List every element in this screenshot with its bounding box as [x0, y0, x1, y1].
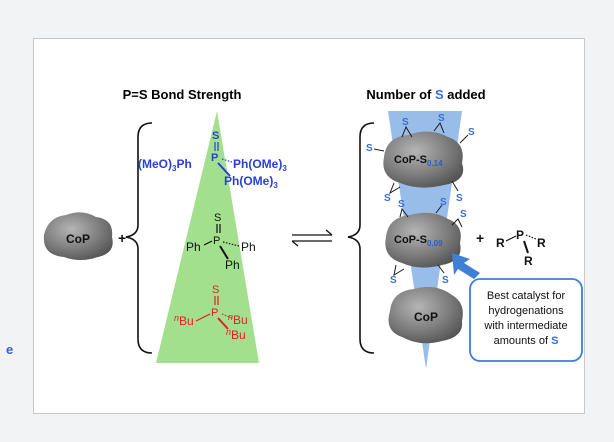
plus-sign-right: +	[476, 230, 484, 246]
s-label: S	[460, 209, 467, 220]
cop-label: CoP	[66, 232, 90, 246]
bond-strength-wedge	[156, 111, 259, 363]
phosphorus-atom: P	[211, 152, 218, 164]
callout-box	[469, 278, 583, 362]
s-label: S	[384, 193, 391, 204]
right-header: Number of S added	[366, 87, 485, 102]
cop-particle-icon	[43, 212, 113, 260]
ligand-mid-bottom: Ph	[225, 258, 240, 272]
ligand-triphenyl: S P Ph Ph Ph	[186, 212, 256, 272]
phosphorus-atom: P	[213, 235, 220, 247]
svg-text:R: R	[496, 236, 505, 250]
ligand-mid-right: Ph	[241, 240, 256, 254]
figure-frame: P=S Bond Strength Number of S added CoP …	[33, 38, 585, 414]
s-label: S	[440, 197, 447, 208]
s-label: S	[390, 275, 397, 286]
callout-line1: Best catalyst for	[487, 290, 566, 302]
left-header: P=S Bond Strength	[123, 87, 242, 102]
right-brace	[347, 122, 375, 354]
s-label: S	[456, 193, 463, 204]
svg-text:R: R	[537, 236, 546, 250]
ligand-mid-left: Ph	[186, 240, 201, 254]
callout-arrow-icon	[452, 253, 480, 279]
plus-sign: +	[118, 230, 126, 246]
callout-line4: amounts of S	[494, 335, 559, 347]
ligand-tributyl: S P nBu nBu nBu	[174, 284, 248, 342]
ligand-methoxy: S P (MeO)3Ph Ph(OMe)3 Ph(OMe)3	[138, 130, 287, 190]
phosphorus-atom: P	[211, 307, 218, 319]
particle-cop: CoP	[388, 287, 463, 344]
svg-text:P: P	[516, 228, 524, 242]
ligand-top-bottom: Ph(OMe)3	[224, 174, 278, 190]
s-label: S	[468, 127, 475, 138]
ligand-top-left: (MeO)3Ph	[138, 157, 192, 173]
sulfur-atom: S	[214, 212, 221, 224]
left-brace	[125, 122, 153, 354]
s-label: S	[442, 275, 449, 286]
phosphine: R P R R	[496, 228, 546, 268]
particle-mid-label: CoP-S0.09	[394, 234, 443, 248]
s-label: S	[402, 117, 409, 128]
edge-text-fragment: e	[6, 342, 14, 357]
callout-line2: hydrogenations	[488, 305, 564, 317]
svg-text:R: R	[524, 254, 533, 268]
s-label: S	[398, 199, 405, 210]
reaction-scheme: P=S Bond Strength Number of S added CoP …	[43, 87, 583, 369]
particle-bot-label: CoP	[414, 310, 438, 324]
s-label: S	[438, 113, 445, 124]
callout-line3: with intermediate	[483, 320, 567, 332]
sulfur-atom: S	[212, 130, 219, 142]
equilibrium-arrows-icon	[291, 229, 333, 247]
particle-top-label: CoP-S0.14	[394, 154, 443, 168]
ligand-top-right: Ph(OMe)3	[233, 157, 287, 173]
ligand-bot-left: nBu	[174, 313, 194, 328]
sulfur-atom: S	[212, 284, 219, 296]
particle-cops-014: S S S S S S CoP-S0.14	[366, 113, 475, 204]
ligand-bot-bottom: nBu	[226, 327, 246, 342]
s-label: S	[366, 143, 373, 154]
particle-cops-009: S S S S S CoP-S0.09	[385, 197, 467, 286]
